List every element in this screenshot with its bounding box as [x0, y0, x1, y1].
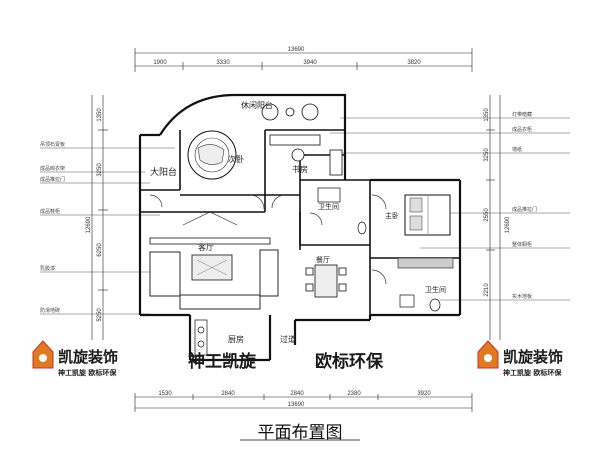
right-leader-lines: [330, 117, 570, 301]
watermark-center-right: 欧标环保: [315, 351, 384, 372]
bottom-dim-5: 3920: [417, 391, 431, 397]
note-left-3: 成品推拉门: [40, 176, 65, 183]
door-swings: [149, 194, 387, 285]
note-left-4: 成品鞋柜: [40, 208, 60, 215]
top-dim-1: 1900: [153, 60, 167, 66]
right-dim-2: 3250: [484, 148, 490, 162]
logo-right-icon: [477, 340, 499, 369]
room-label-leisure-balcony: 休闲阳台: [241, 100, 273, 110]
right-dim-1: 1350: [484, 108, 490, 122]
bottom-dimension-line: [134, 393, 473, 412]
note-right-5: 整体橱柜: [512, 241, 532, 248]
left-dim-4: 5250: [97, 308, 103, 322]
watermark-brand-left: 凯旋装饰: [58, 348, 118, 366]
room-label-master-bedroom: 主卧: [385, 211, 399, 220]
dining-table-icon: [305, 264, 347, 298]
coffee-table-icon: [191, 254, 233, 281]
toilet-icon: [317, 187, 441, 312]
left-dim-1: 1350: [97, 108, 103, 122]
top-dim-4: 3820: [407, 60, 421, 66]
bottom-dim-4: 2380: [347, 391, 361, 397]
sofa-icon: [149, 249, 279, 310]
room-label-bathroom-2: 卫生间: [425, 285, 446, 294]
top-total-dim: 13690: [288, 47, 305, 53]
top-dim-2: 3330: [216, 60, 230, 66]
left-dim-3: 6250: [97, 243, 103, 257]
page-title: 平面布置图: [257, 423, 343, 443]
bottom-dim-1: 1530: [158, 391, 172, 397]
top-dimension-line: [134, 48, 473, 72]
note-left-6: 防滑地砖: [40, 307, 60, 314]
note-left-5: 乳胶漆: [40, 265, 55, 272]
note-left-1: 吊顶石膏板: [40, 141, 65, 148]
watermark-brand-left-sub: 神工凯旋 欧标环保: [58, 368, 117, 377]
bottom-total-dim: 13690: [288, 402, 305, 408]
study-desk-icon: [269, 134, 343, 176]
tv-cabinet-icon: [149, 211, 271, 245]
bottom-dim-2: 2840: [221, 391, 235, 397]
round-bed-icon: [187, 130, 237, 180]
logo-left-icon: [32, 340, 54, 369]
right-dim-3: 2550: [484, 208, 490, 222]
wardrobe-icon: [397, 257, 454, 269]
room-label-dining: 餐厅: [316, 255, 330, 264]
room-label-secondary-bedroom: 次卧: [228, 154, 244, 164]
watermark-center-left: 神工凯旋: [188, 351, 257, 372]
left-dimension-line: [91, 95, 108, 340]
room-label-study: 书房: [292, 164, 308, 174]
right-dim-4: 2210: [484, 283, 490, 297]
kitchen-counter-icon: [194, 319, 208, 356]
room-label-living-room: 客厅: [198, 242, 214, 252]
watermark-brand-right: 凯旋装饰: [503, 348, 563, 366]
top-dim-3: 3940: [303, 60, 317, 66]
left-total-dim: 12690: [86, 216, 92, 233]
right-total-dim: 12690: [505, 216, 511, 233]
room-label-bathroom-1: 卫生间: [318, 202, 339, 211]
master-bed-icon: [404, 194, 451, 236]
left-dim-2: 3250: [97, 163, 103, 177]
bottom-dim-3: 2840: [290, 391, 304, 397]
interior-walls: [140, 129, 460, 315]
room-label-big-balcony: 大阳台: [150, 166, 177, 178]
note-right-6: 实木地板: [512, 293, 532, 300]
note-right-4: 成品推拉门: [512, 206, 537, 213]
room-label-corridor: 过道: [280, 334, 296, 344]
note-right-1: 灯带暗藏: [512, 111, 532, 118]
left-leader-lines: [40, 147, 175, 315]
watermark-brand-right-sub: 神工凯旋 欧标环保: [503, 368, 562, 377]
note-right-3: 墙纸: [512, 146, 522, 153]
room-label-kitchen: 厨房: [228, 334, 244, 344]
note-right-2: 成品衣柜: [512, 126, 532, 133]
note-left-2: 成品晾衣架: [40, 165, 65, 172]
right-dimension-line: [486, 95, 501, 340]
balcony-chairs-icon: [261, 103, 319, 121]
